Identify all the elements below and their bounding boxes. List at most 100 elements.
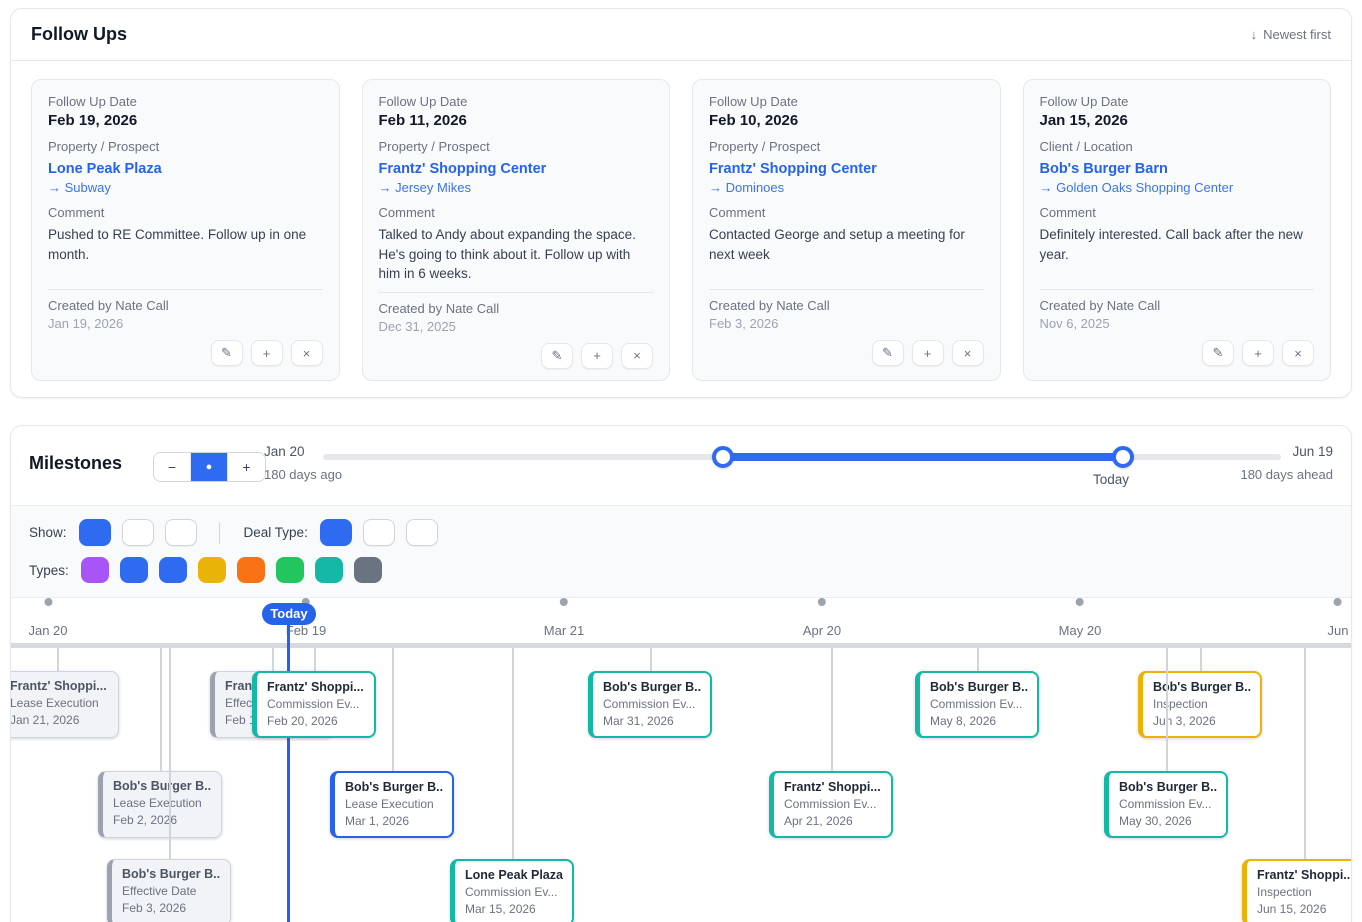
entity-link[interactable]: Bob's Burger Barn [1039,161,1168,177]
close-button[interactable]: × [951,340,984,366]
milestone-card[interactable]: Frantz' Shoppi... Commission Ev... Feb 2… [252,671,376,738]
slider-handle-end[interactable] [1112,446,1134,468]
entity-label: Property / Prospect [709,139,821,154]
entity-link[interactable]: Frantz' Shopping Center [378,161,547,177]
sort-label: Newest first [1263,27,1331,42]
tick-dot-icon [43,598,52,606]
follow-up-card-list: Follow Up Date Feb 19, 2026 Property / P… [11,61,1351,381]
add-button[interactable]: + [1242,340,1274,366]
follow-ups-header: Follow Ups ↓ Newest first [11,9,1351,61]
milestone-card[interactable]: Frantz' Shoppi... Commission Ev... Apr 2… [769,771,893,838]
follow-up-date-label: Follow Up Date [378,94,468,109]
type-filter-chip[interactable] [197,557,226,583]
follow-up-card: Follow Up Date Feb 10, 2026 Property / P… [692,79,1001,381]
type-filter-chip[interactable] [236,557,265,583]
show-filter-button[interactable] [121,519,154,546]
follow-up-date-label: Follow Up Date [1039,94,1129,109]
milestone-date: May 8, 2026 [930,714,997,728]
milestone-card[interactable]: Bob's Burger B... Commission Ev... May 8… [915,671,1039,738]
milestone-card[interactable]: Frantz' Shoppi... Lease Execution Jan 21… [11,671,119,738]
add-button[interactable]: + [581,342,613,369]
milestone-title: Bob's Burger B... [345,780,443,794]
milestone-card[interactable]: Bob's Burger B... Inspection Jun 3, 2026 [1138,671,1262,738]
milestone-title: Frantz' Shoppi... [11,679,107,693]
axis-tick: Apr 20 [803,598,841,638]
range-start-date: Jan 20 [264,444,305,459]
event-connector-line [272,648,274,671]
sort-newest-first-button[interactable]: ↓ Newest first [1251,27,1331,42]
add-icon: + [923,345,932,361]
follow-ups-title: Follow Ups [31,24,127,44]
milestone-card[interactable]: Bob's Burger B... Effective Date Feb 3, … [107,859,231,922]
close-button[interactable]: × [621,342,653,369]
entity-sub-link[interactable]: → Dominoes [709,180,785,195]
zoom-out-button[interactable]: − [154,453,191,481]
deal-type-filter-button[interactable] [405,519,438,546]
close-icon: × [963,345,972,361]
milestone-title: Frantz' Shoppi... [784,780,881,794]
timeline-axis [11,643,1351,648]
edit-icon: ✎ [221,345,232,360]
entity-link[interactable]: Frantz' Shopping Center [709,161,877,177]
entity-sub-link[interactable]: → Jersey Mikes [378,180,471,195]
deal-type-filter-button[interactable] [362,519,395,546]
close-button[interactable]: × [1282,340,1314,366]
type-filter-chip[interactable] [353,557,382,583]
milestone-type: Lease Execution [345,797,434,811]
show-filter-button[interactable] [164,519,197,546]
milestone-card[interactable]: Bob's Burger B... Lease Execution Feb 2,… [98,771,222,838]
edit-icon: ✎ [551,347,563,363]
type-filter-chip[interactable] [314,557,343,583]
zoom-in-button[interactable]: + [228,453,265,481]
slider-handle-start[interactable] [712,446,734,468]
milestone-card[interactable]: Frantz' Shoppi... Inspection Jun 15, 202… [1242,859,1351,922]
follow-up-card: Follow Up Date Feb 19, 2026 Property / P… [31,79,340,381]
edit-button[interactable]: ✎ [871,340,904,366]
milestone-title: Bob's Burger B... [1119,780,1217,794]
milestone-type: Commission Ev... [930,697,1023,711]
close-icon: × [1294,345,1302,361]
add-button[interactable]: + [911,340,944,366]
card-actions: ✎ + × [48,340,323,366]
follow-up-card: Follow Up Date Feb 11, 2026 Property / P… [361,79,670,381]
type-filter-chip[interactable] [80,557,109,583]
zoom-reset-button[interactable]: ● [191,453,228,481]
milestone-date: Jan 21, 2026 [11,713,80,727]
tick-dot-icon [818,598,826,606]
date-range-slider[interactable] [323,442,1281,472]
tick-label: Feb 19 [285,623,327,638]
entity-link[interactable]: Lone Peak Plaza [48,161,162,177]
milestone-date: Mar 15, 2026 [465,902,536,916]
entity-sub-link[interactable]: → Subway [48,180,111,195]
event-connector-line [314,648,316,671]
timeline-zoom-control: − ● + [153,452,266,482]
type-filter-chip[interactable] [275,557,304,583]
entity-sub-link[interactable]: → Golden Oaks Shopping Center [1039,180,1234,195]
entity-label: Client / Location [1039,139,1133,154]
arrow-down-icon: ↓ [1250,27,1258,42]
comment-text: Definitely interested. Call back after t… [1039,227,1303,262]
created-date: Jan 19, 2026 [48,316,124,331]
add-button[interactable]: + [250,340,283,366]
follow-up-date: Feb 19, 2026 [48,112,138,129]
tick-label: May 20 [1058,623,1102,638]
comment-label: Comment [709,205,766,220]
entity-label: Property / Prospect [378,139,490,154]
show-filter-button[interactable] [78,519,111,546]
milestone-card[interactable]: Lone Peak Plaza Commission Ev... Mar 15,… [450,859,574,922]
type-filter-chip[interactable] [119,557,148,583]
milestone-card[interactable]: Bob's Burger B... Commission Ev... Mar 3… [588,671,712,738]
close-button[interactable]: × [290,340,323,366]
type-filter-chip[interactable] [158,557,187,583]
milestone-date: Mar 31, 2026 [603,714,674,728]
edit-button[interactable]: ✎ [1202,340,1234,366]
edit-button[interactable]: ✎ [210,340,243,366]
deal-type-filter-button[interactable] [319,519,352,546]
milestone-type: Commission Ev... [267,697,360,711]
milestone-title: Bob's Burger B... [122,867,221,881]
card-divider [1039,289,1314,290]
follow-up-card: Follow Up Date Jan 15, 2026 Client / Loc… [1022,79,1331,381]
milestone-card[interactable]: Bob's Burger B... Commission Ev... May 3… [1104,771,1228,838]
milestone-card[interactable]: Bob's Burger B... Lease Execution Mar 1,… [330,771,454,838]
edit-button[interactable]: ✎ [541,342,573,369]
